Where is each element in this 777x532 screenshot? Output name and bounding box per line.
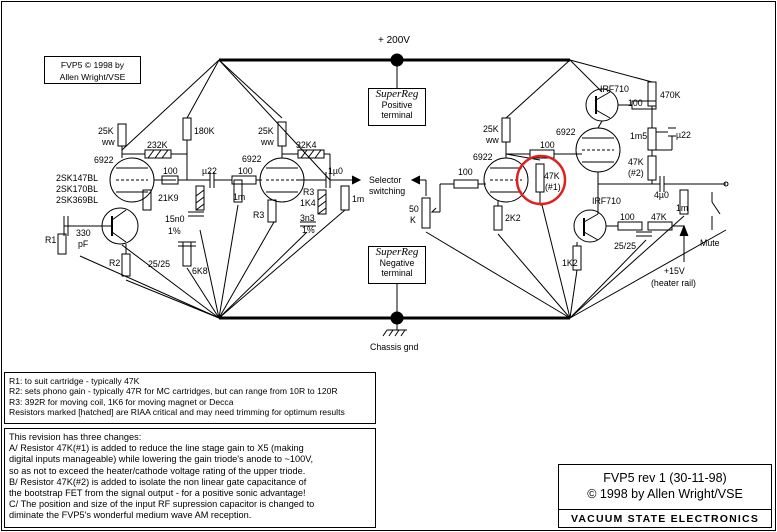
label-21k9: 21K9 — [158, 193, 179, 203]
label-1pct-b: 1% — [302, 225, 315, 235]
label-u22-a: µ22 — [202, 166, 217, 176]
brand-banner: VACUUM STATE ELECTRONICS — [559, 509, 771, 528]
label-1u0: 1µ0 — [328, 166, 343, 176]
label-15v: +15V — [664, 266, 685, 276]
label-47k-1b: (#1) — [545, 182, 561, 192]
label-mute: Mute — [700, 238, 720, 248]
label-180k: 180K — [194, 126, 215, 136]
label-ww-a: ww — [102, 137, 115, 147]
label-pf: pF — [78, 239, 89, 249]
title-line1: FVP5 rev 1 (30-11-98) — [603, 471, 727, 485]
label-r3-b: R3 — [303, 187, 315, 197]
superreg-positive-box: SuperReg Positive terminal — [368, 88, 426, 126]
label-4u0: 4µ0 — [654, 190, 669, 200]
ground-label: Chassis gnd — [370, 342, 419, 352]
label-47k-g: 47K — [651, 212, 667, 222]
label-6922-d: 6922 — [556, 127, 576, 137]
label-2525-a: 25/25 — [148, 259, 171, 269]
label-fet2: 2SK170BL — [56, 184, 99, 194]
highlight-circle — [515, 154, 567, 206]
label-232k: 232K — [147, 140, 168, 150]
label-1pct-a: 1% — [168, 226, 181, 236]
label-irf710-a: IRF710 — [600, 84, 629, 94]
title-line2: © 1998 by Allen Wright/VSE — [587, 487, 743, 501]
label-100-b: 100 — [238, 166, 253, 176]
change-line: digital inputs manageable) while lowerin… — [9, 454, 314, 465]
label-15n0: 15n0 — [165, 214, 185, 224]
label-100-d: 100 — [540, 140, 555, 150]
notes-box: R1: to suit cartridge - typically 47K R2… — [4, 372, 376, 424]
label-2k2: 2K2 — [505, 213, 521, 223]
label-6k8: 6K8 — [192, 266, 208, 276]
label-47k-2a: 47K — [628, 157, 644, 167]
label-6922-b: 6922 — [242, 154, 262, 164]
label-fet3: 2SK369BL — [56, 195, 99, 205]
change-line: the bootstrap FET from the signal output… — [9, 488, 306, 499]
label-irf710-b: IRF710 — [592, 196, 621, 206]
label-330: 330 — [76, 228, 91, 238]
change-line: diminate the FVP5's wonderful medium wav… — [9, 510, 252, 521]
note-line: R3: 392R for moving coil, 1K6 for moving… — [9, 396, 234, 407]
label-selector-2: switching — [369, 186, 406, 196]
change-line: This revision has three changes: — [9, 432, 142, 442]
label-1m5: 1m5 — [630, 131, 648, 141]
label-r3-a: R3 — [253, 210, 265, 220]
change-line: B/ Resistor 47K(#2) is added to isolate … — [9, 476, 307, 487]
label-47k-1a: 47K — [544, 171, 560, 181]
superreg-bottom-line2: terminal — [381, 268, 413, 278]
note-line: R2: sets phono gain - typically 47R for … — [9, 386, 338, 397]
title-block: FVP5 rev 1 (30-11-98) © 1998 by Allen Wr… — [558, 464, 772, 528]
note-line: R1: to suit cartridge - typically 47K — [9, 376, 140, 386]
label-ww-c: ww — [486, 135, 499, 145]
label-32k4: 32K4 — [296, 140, 317, 150]
change-line: C/ The position and size of the input RF… — [9, 499, 315, 510]
label-ww-b: ww — [261, 137, 274, 147]
label-u22-b: µ22 — [676, 130, 691, 140]
label-470k: 470K — [660, 90, 681, 100]
superreg-bottom-line1: Negative — [379, 257, 415, 268]
label-25k-a: 25K — [98, 126, 114, 136]
label-r2: R2 — [109, 258, 121, 268]
label-r1: R1 — [45, 235, 57, 245]
label-1k4: 1K4 — [300, 198, 316, 208]
label-1m-c: 1m — [676, 203, 689, 213]
copyright-line2: Allen Wright/VSE — [59, 72, 126, 82]
label-2525-b: 25/25 — [614, 241, 637, 251]
label-fet1: 2SK147BL — [56, 173, 99, 183]
label-3n3: 3n3 — [300, 213, 315, 223]
superreg-negative-box: SuperReg Negative terminal — [368, 246, 426, 284]
label-100-f: 100 — [620, 212, 635, 222]
label-selector-1: Selector — [369, 175, 402, 185]
label-1k2: 1K2 — [562, 258, 578, 268]
superreg-top-line2: terminal — [381, 110, 413, 120]
label-1m-a: 1m — [233, 192, 246, 202]
superreg-logo-bottom: SuperReg — [375, 246, 419, 258]
copyright-box: FVP5 © 1998 by Allen Wright/VSE — [44, 56, 141, 84]
change-line: A/ Resistor 47K(#1) is added to reduce t… — [9, 443, 304, 454]
positive-rail-label: + 200V — [378, 35, 410, 46]
label-6922-c: 6922 — [473, 152, 493, 162]
label-100-a: 100 — [163, 166, 178, 176]
superreg-top-line1: Positive — [381, 99, 413, 110]
label-25k-c: 25K — [483, 124, 499, 134]
changes-box: This revision has three changes: A/ Resi… — [4, 428, 376, 528]
copyright-line1: FVP5 © 1998 by — [60, 60, 125, 70]
label-47k-2b: (#2) — [628, 168, 644, 178]
change-line: so as not to exceed the heater/cathode v… — [9, 465, 306, 476]
irf710-bottom — [573, 209, 607, 243]
label-25k-b: 25K — [258, 126, 274, 136]
label-100-c: 100 — [458, 167, 473, 177]
label-1m-b: 1m — [352, 194, 365, 204]
label-100-e: 100 — [628, 98, 643, 108]
label-6922-a: 6922 — [94, 155, 114, 165]
superreg-logo-top: SuperReg — [375, 88, 419, 100]
label-heater-rail: (heater rail) — [651, 278, 696, 288]
note-line: Resistors marked [hatched] are RIAA crit… — [9, 407, 345, 418]
label-pot-k: K — [410, 215, 416, 225]
label-pot-50: 50 — [409, 204, 419, 214]
